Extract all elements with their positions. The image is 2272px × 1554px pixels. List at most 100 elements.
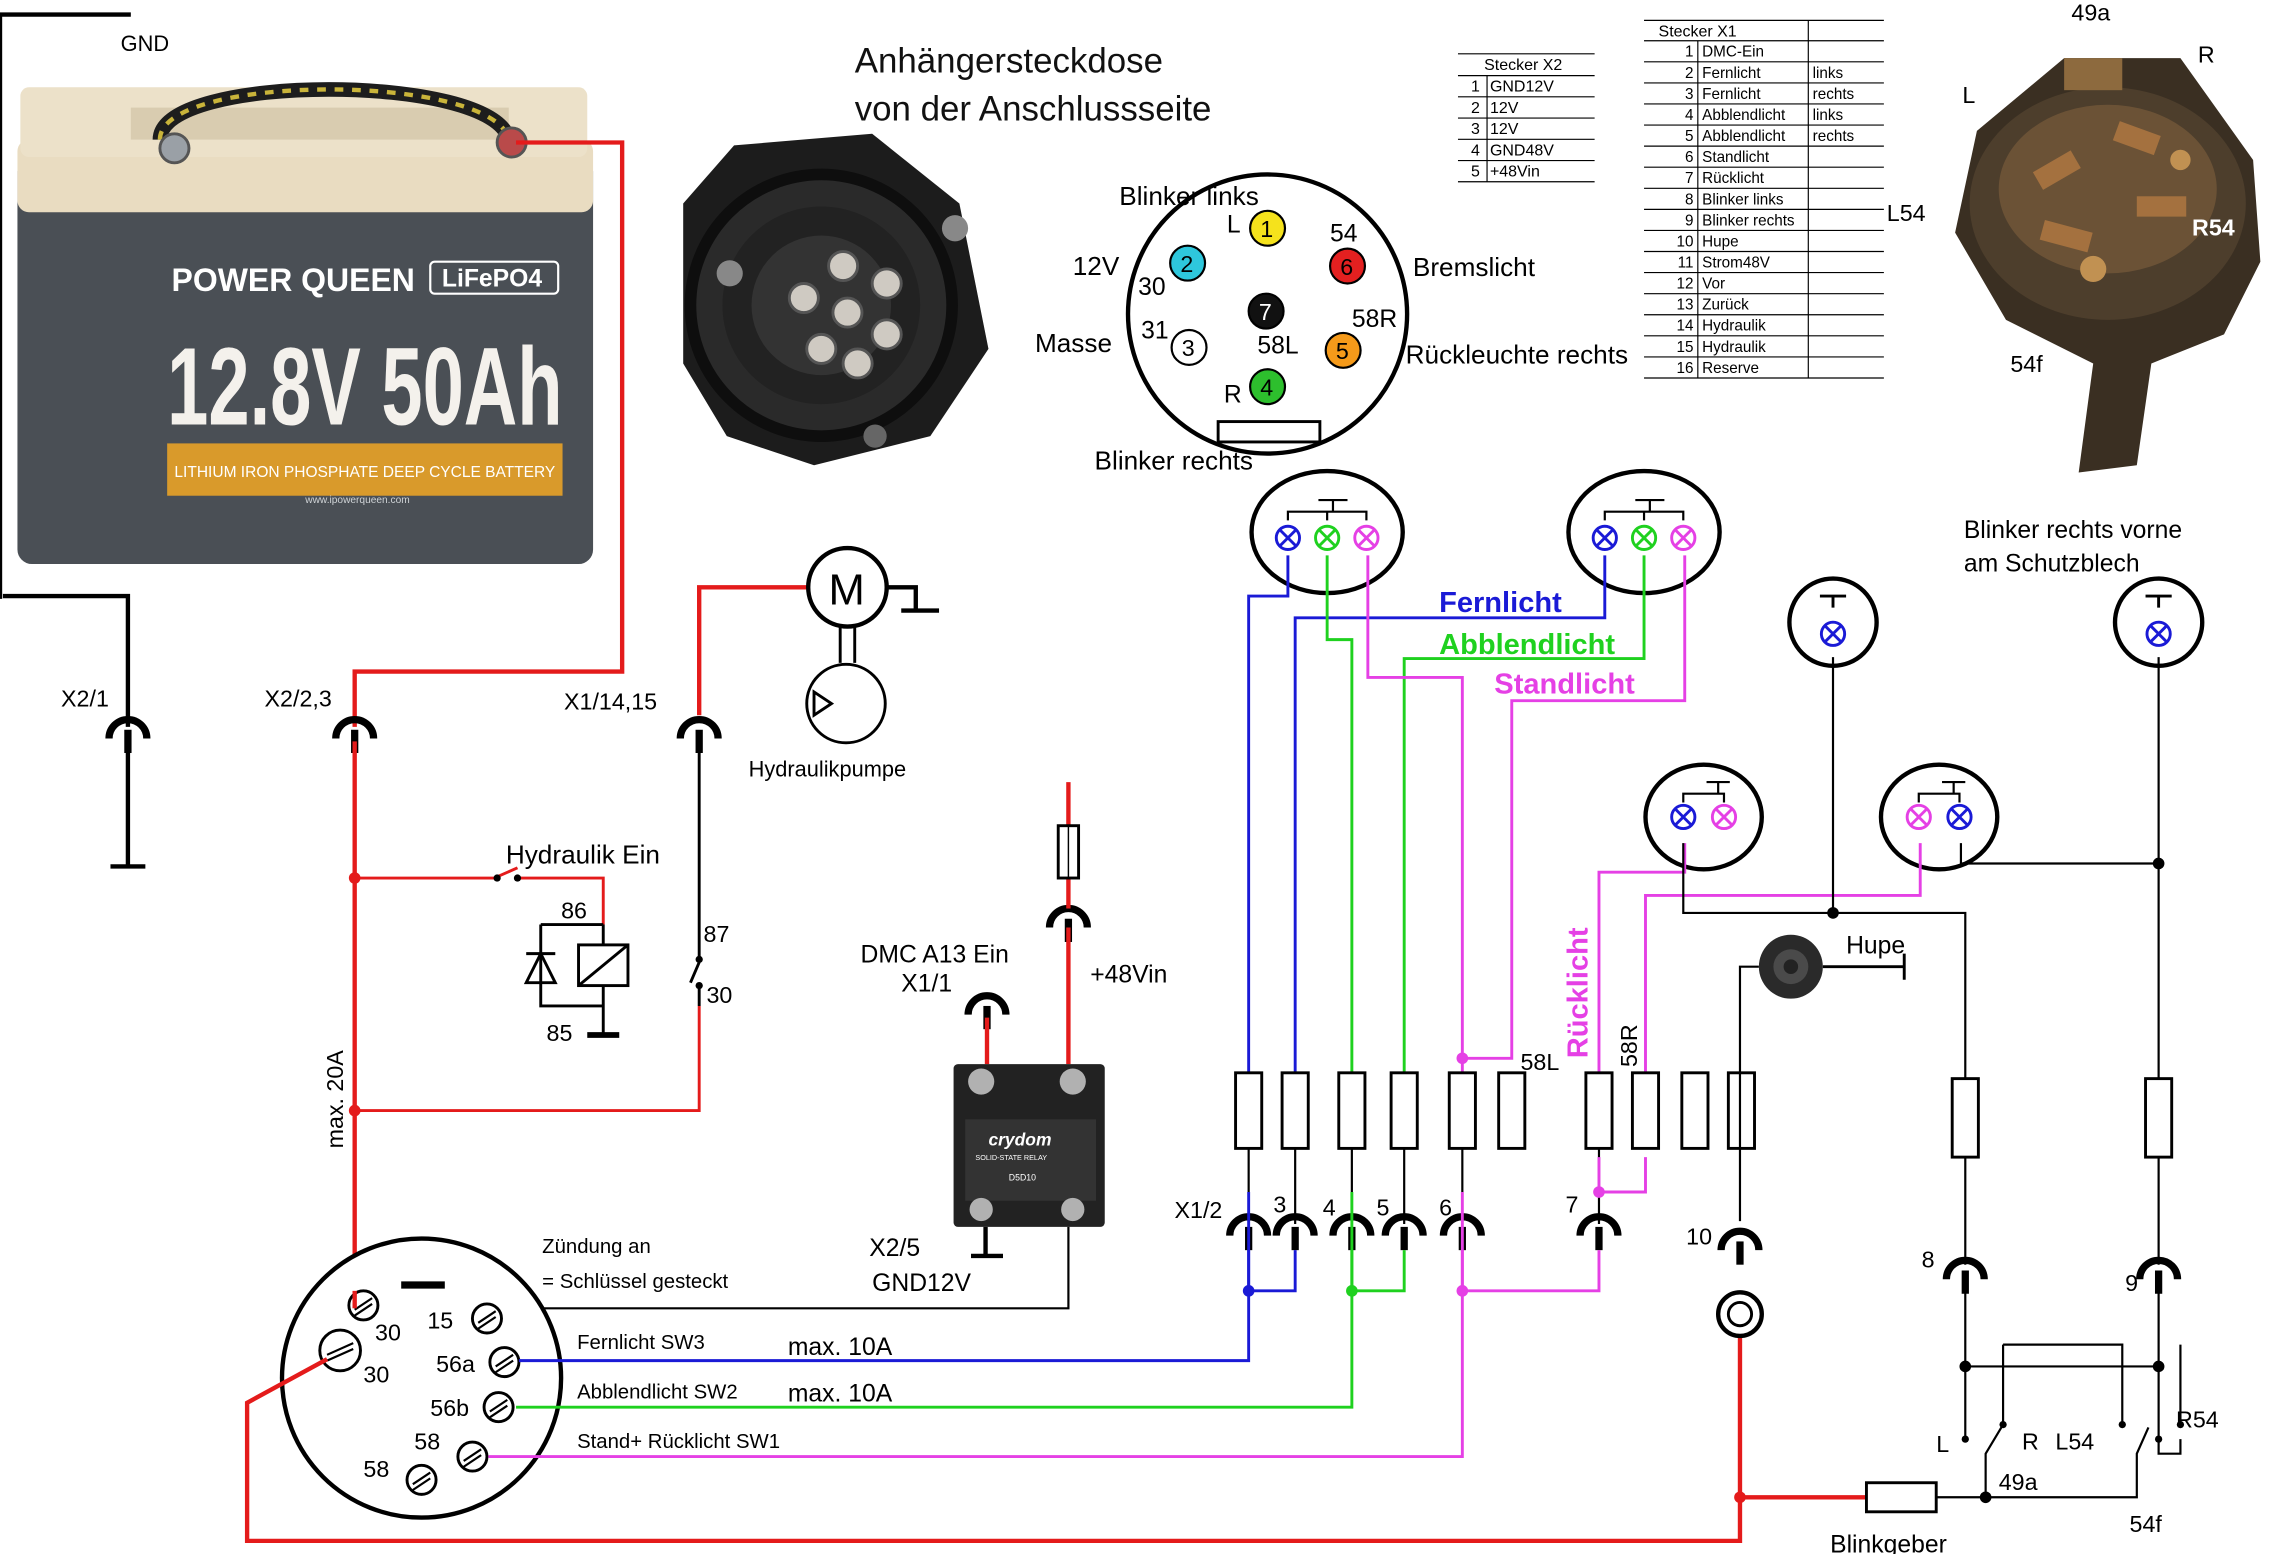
- socket-pin-number: 1: [1260, 216, 1273, 242]
- socket-pin-code: 31: [1141, 318, 1168, 345]
- connector-label: 10: [1686, 1223, 1712, 1249]
- fuse: [1497, 1071, 1527, 1150]
- x2-5-label: X2/5: [869, 1235, 920, 1262]
- ign-title-2: = Schlüssel gesteckt: [542, 1271, 728, 1293]
- x1-row-signal: Abblendlicht: [1702, 128, 1786, 145]
- connector-5: [1381, 1213, 1427, 1251]
- ignition-terminal: [318, 1328, 362, 1373]
- dmc-label-1: DMC A13 Ein: [861, 941, 1009, 968]
- socket-pin-code: 58R: [1352, 306, 1397, 333]
- connector-label: 9: [2125, 1270, 2138, 1296]
- x1-row-signal: Hydraulik: [1702, 339, 1766, 356]
- fuse: [1726, 1071, 1756, 1150]
- label-x1-1415: X1/14,15: [564, 688, 657, 714]
- battery-banner: LITHIUM IRON PHOSPHATE DEEP CYCLE BATTER…: [174, 464, 555, 481]
- x1-row-signal: Fernlicht: [1702, 86, 1761, 103]
- x2-row-signal: 12V: [1490, 121, 1519, 138]
- fuse: [2144, 1077, 2174, 1159]
- socket-pin-5: [1324, 331, 1362, 369]
- x1-row-signal: Hupe: [1702, 233, 1738, 250]
- ign-58b: 58: [363, 1456, 389, 1482]
- fuse: [1680, 1071, 1710, 1150]
- battery-chemistry: LiFePO4: [442, 265, 542, 292]
- label-bremslicht: Bremslicht: [1413, 252, 1536, 282]
- sw-r: R: [2198, 42, 2215, 68]
- ssr-brand: crydom: [988, 1129, 1051, 1149]
- battery-brand: POWER QUEEN: [172, 262, 415, 298]
- label-blinker-rechts: Blinker rechts: [1095, 446, 1253, 476]
- x1-row-num: 2: [1685, 65, 1693, 82]
- label-rueckleuchte-rechts: Rückleuchte rechts: [1406, 339, 1628, 369]
- sw-54f: 54f: [2010, 351, 2043, 377]
- bsw-l54: L54: [2055, 1428, 2094, 1454]
- socket-pin-code: L: [1227, 212, 1241, 239]
- ign-56b: 56b: [430, 1395, 469, 1421]
- bsw-l: L: [1936, 1431, 1949, 1457]
- x1-row-num: 6: [1685, 149, 1693, 166]
- label-x2-1: X2/1: [61, 685, 109, 711]
- blinker-front-label-2: am Schutzblech: [1964, 550, 2140, 577]
- connector-label: 8: [1922, 1247, 1935, 1273]
- fuse: [1280, 1071, 1310, 1150]
- ign-15: 15: [427, 1308, 453, 1334]
- x1-row-signal: DMC-Ein: [1702, 44, 1764, 61]
- ignition-terminal: [482, 1391, 515, 1424]
- motor-symbol: M: [829, 567, 865, 615]
- connector-3: [1272, 1213, 1318, 1251]
- connector-label: 4: [1323, 1194, 1336, 1220]
- max10a-2: max. 10A: [788, 1380, 893, 1407]
- socket-title-2: von der Anschlussseite: [855, 90, 1212, 129]
- rear-lamp-left: [1643, 762, 1764, 872]
- x1-row-num: 9: [1685, 212, 1693, 229]
- ign-58: 58: [414, 1428, 440, 1454]
- battery-plus-wire: [352, 140, 625, 727]
- x1-row-signal: Reserve: [1702, 360, 1759, 377]
- x2-row-signal: GND48V: [1490, 142, 1554, 159]
- socket-pin-number: 7: [1259, 299, 1272, 325]
- x2-row-num: 3: [1471, 121, 1480, 138]
- blinker-lamp-rear-left: [1787, 576, 1879, 668]
- dmc-label-2: X1/1: [901, 970, 952, 997]
- socket-title-1: Anhängersteckdose: [855, 42, 1163, 81]
- battery-url: www.ipowerqueen.com: [304, 495, 409, 506]
- bsw-r54: R54: [2176, 1406, 2219, 1432]
- max10a-1: max. 10A: [788, 1334, 893, 1361]
- fuse: [1337, 1071, 1367, 1150]
- bsw-54f: 54f: [2130, 1511, 2163, 1537]
- bsw-49a: 49a: [1999, 1469, 2038, 1495]
- trailer-socket-photo: [683, 133, 989, 466]
- socket-pin-4: [1249, 368, 1287, 406]
- x1-row-signal: Standlicht: [1702, 149, 1770, 166]
- relay-87: 87: [704, 921, 730, 947]
- x1-table-title: Stecker X1: [1659, 23, 1737, 40]
- fuse: [1389, 1071, 1419, 1150]
- x1-row-side: links: [1813, 107, 1844, 124]
- blinker-switch: [1936, 1290, 2185, 1504]
- x1-row-signal: Strom48V: [1702, 255, 1771, 272]
- relay-30: 30: [706, 982, 732, 1008]
- x1-row-signal: Rücklicht: [1702, 170, 1765, 187]
- battery: POWER QUEEN LiFePO4 12.8V 50Ah LITHIUM I…: [0, 12, 594, 727]
- socket-pin-number: 6: [1340, 254, 1353, 280]
- standlicht-label: Standlicht: [1494, 668, 1635, 700]
- label-58r: 58R: [1616, 1024, 1642, 1067]
- x2-row-signal: GND12V: [1490, 79, 1554, 96]
- x1-row-side: rechts: [1813, 86, 1855, 103]
- socket-pin-code: 30: [1138, 274, 1165, 301]
- fuse: [1950, 1077, 1980, 1159]
- solid-state-relay: crydom SOLID-STATE RELAY D5D10: [953, 1064, 1105, 1227]
- x1-row-signal: Blinker rechts: [1702, 212, 1795, 229]
- sw3-label: Fernlicht SW3: [577, 1332, 705, 1354]
- socket-pin-6: [1328, 247, 1367, 285]
- socket-pin-code: 54: [1330, 220, 1358, 247]
- hupe: [1758, 934, 1906, 999]
- x1-row-side: rechts: [1813, 128, 1855, 145]
- fuse: [1234, 1071, 1264, 1150]
- sw2-label: Abblendlicht SW2: [577, 1381, 738, 1403]
- x1-row-num: 1: [1685, 44, 1693, 61]
- gnd12v-label: GND12V: [872, 1270, 971, 1297]
- label-x2-23: X2/2,3: [265, 685, 332, 711]
- socket-pin-7: [1247, 292, 1285, 330]
- sw-49a: 49a: [2071, 0, 2110, 25]
